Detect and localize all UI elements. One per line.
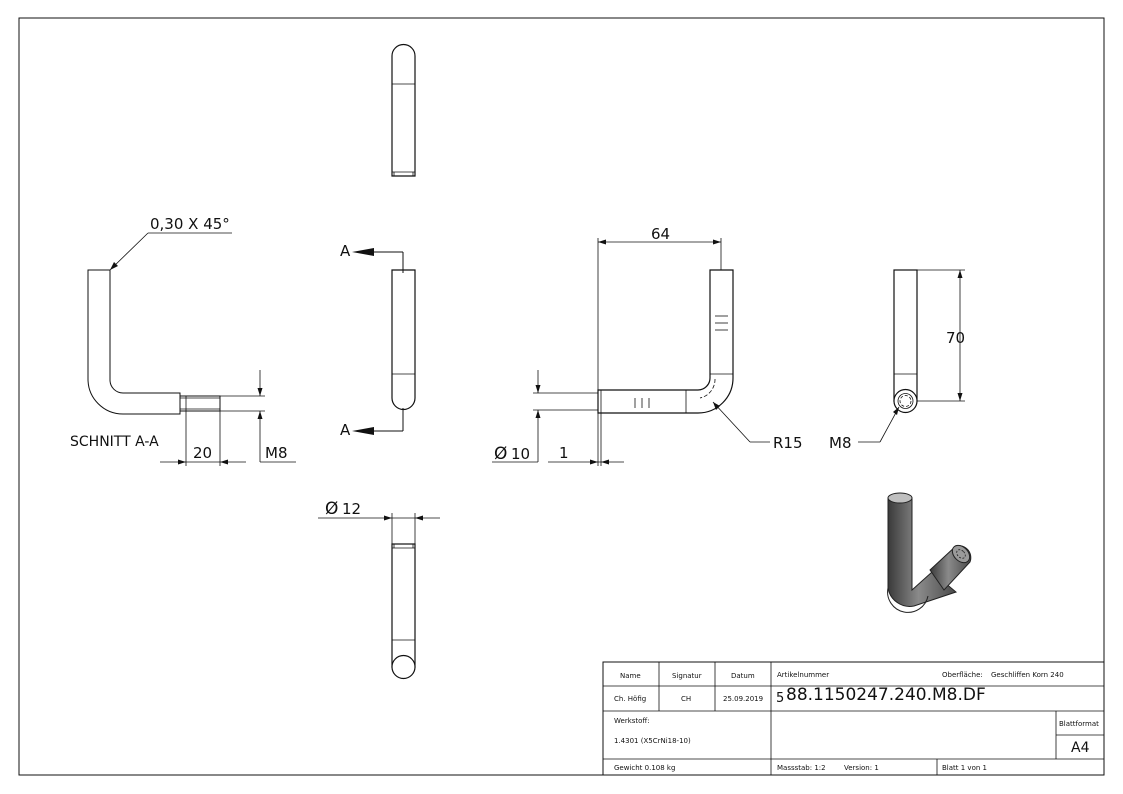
section-title: SCHNITT A-A <box>70 434 159 450</box>
isometric-view <box>887 492 972 613</box>
section-marker-top: A <box>340 242 351 260</box>
drawing-frame <box>18 17 1105 776</box>
chamfer-label: 0,30 X 45° <box>150 215 230 233</box>
front-dim-width: 64 <box>651 225 670 243</box>
massstab: Massstab: 1:2 <box>777 764 826 772</box>
section-dim-thread: M8 <box>265 444 288 462</box>
bottom-dim-diameter: 12 <box>342 500 361 518</box>
version: Version: 1 <box>844 764 879 772</box>
signatur-value: CH <box>681 695 691 703</box>
gewicht: Gewicht 0.108 kg <box>614 764 675 772</box>
bottom-dim-diameter-symbol: Ø <box>325 499 338 519</box>
side-view: 70 M8 <box>829 269 965 452</box>
section-dim-length: 20 <box>193 444 212 462</box>
oberflaeche-value: Geschliffen Korn 240 <box>991 671 1064 679</box>
top-view <box>391 43 416 177</box>
blattformat-label: Blattformat <box>1059 720 1099 728</box>
side-dim-height: 70 <box>946 329 965 347</box>
front-dim-diameter-symbol: Ø <box>494 444 507 464</box>
werkstoff-label: Werkstoff: <box>614 717 650 725</box>
section-view: 0,30 X 45° SCHNITT A-A 20 M8 <box>70 215 296 466</box>
title-block: Name Signatur Datum Ch. Höfig CH 25.09.2… <box>602 661 1105 776</box>
section-marker-bottom: A <box>340 421 351 439</box>
datum-value: 25.09.2019 <box>723 695 763 703</box>
left-view: A A <box>340 242 416 439</box>
signatur-label: Signatur <box>672 672 702 680</box>
blatt: Blatt 1 von 1 <box>942 764 987 772</box>
name-value: Ch. Höfig <box>614 695 646 703</box>
front-view: 64 Ø 10 1 R15 <box>492 225 803 466</box>
front-dim-radius: R15 <box>773 434 803 452</box>
artikel-prefix: 5 <box>776 691 784 706</box>
front-dim-offset: 1 <box>559 444 569 462</box>
front-dim-diameter: 10 <box>511 445 530 463</box>
bottom-view: Ø 12 <box>318 499 440 680</box>
oberflaeche-label: Oberfläche: <box>942 671 983 679</box>
datum-label: Datum <box>731 672 755 680</box>
werkstoff-value: 1.4301 (X5CrNi18-10) <box>614 737 691 745</box>
side-dim-thread: M8 <box>829 434 852 452</box>
artikelnummer-value: 88.1150247.240.M8.DF <box>786 685 986 705</box>
blattformat-value: A4 <box>1071 740 1090 756</box>
artikelnummer-label: Artikelnummer <box>777 671 829 679</box>
name-label: Name <box>620 672 641 680</box>
